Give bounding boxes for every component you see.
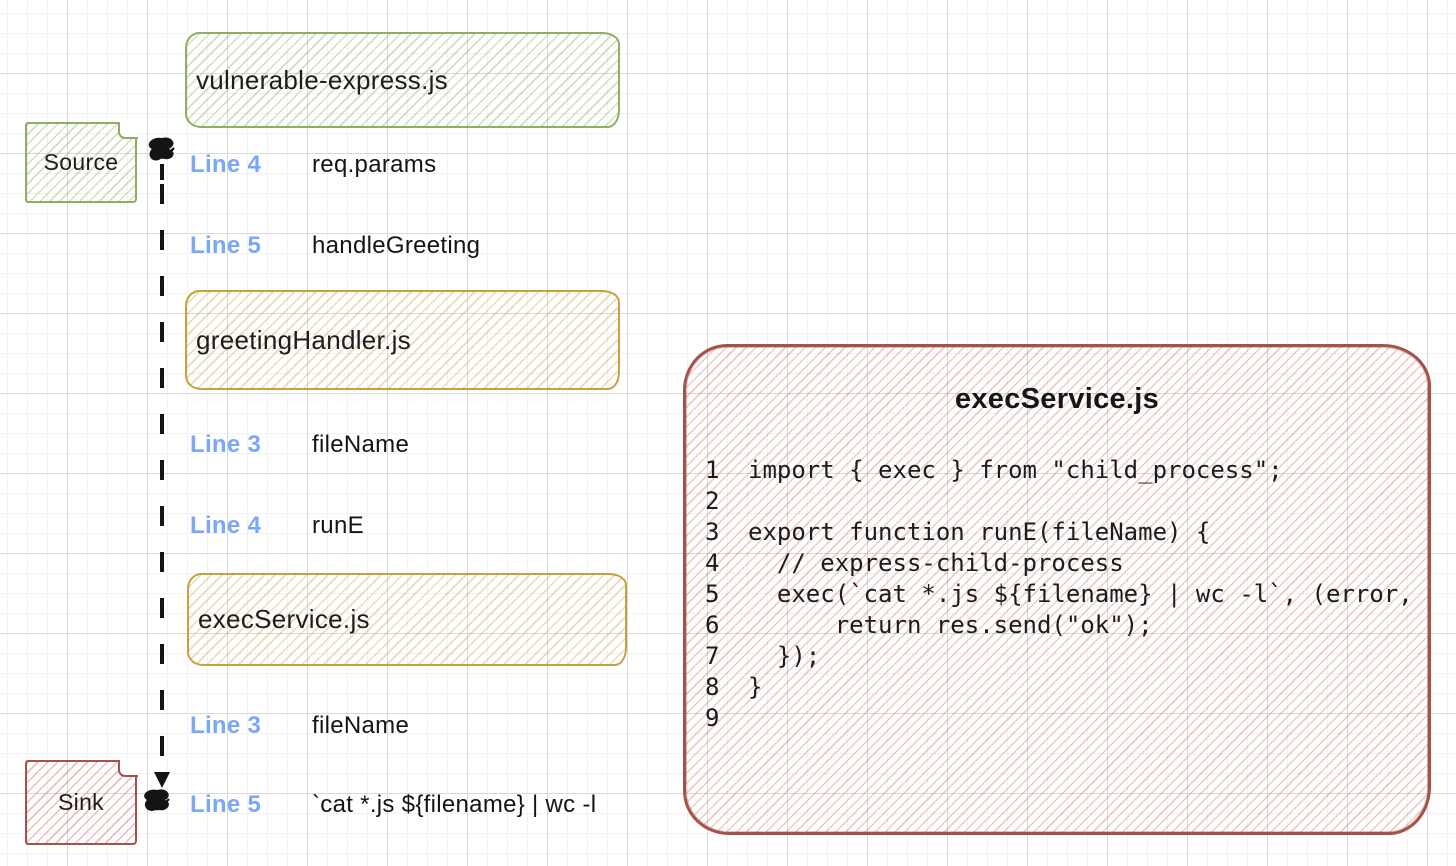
trace-step: Line 4 req.params bbox=[190, 151, 436, 179]
line-ref: Line 5 bbox=[190, 232, 262, 259]
line-number: 8 bbox=[705, 673, 720, 701]
code-line: 3 export function runE(fileName) { bbox=[705, 517, 1420, 548]
code-text: import { exec } from "child_process"; bbox=[748, 456, 1283, 484]
sink-note: Sink bbox=[25, 759, 138, 845]
line-ref: Line 3 bbox=[190, 431, 262, 458]
trace-symbol: `cat *.js ${filename} | wc -l bbox=[312, 791, 597, 818]
trace-symbol: req.params bbox=[312, 151, 437, 178]
file-box-exec-service: execService.js bbox=[187, 573, 627, 666]
source-label: Source bbox=[43, 149, 119, 175]
trace-step: Line 3 fileName bbox=[190, 431, 409, 459]
line-number: 4 bbox=[705, 549, 720, 577]
code-text: } bbox=[748, 673, 763, 701]
line-number: 6 bbox=[705, 611, 720, 639]
code-line: 5 exec(`cat *.js ${filename} | wc -l`, (… bbox=[705, 579, 1420, 610]
line-ref: Line 3 bbox=[190, 712, 262, 739]
code-text: // express-child-process bbox=[748, 549, 1124, 577]
trace-symbol: runE bbox=[312, 512, 364, 539]
code-text: export function runE(fileName) { bbox=[748, 518, 1211, 546]
flow-start-marker-icon bbox=[148, 137, 175, 161]
code-line: 6 return res.send("ok"); bbox=[705, 610, 1420, 641]
trace-symbol: fileName bbox=[312, 431, 410, 458]
trace-step: Line 5 handleGreeting bbox=[190, 232, 480, 260]
code-line: 7 }); bbox=[705, 641, 1420, 672]
code-text: }); bbox=[748, 642, 821, 670]
folded-corner-icon bbox=[117, 121, 138, 139]
file-box-greeting-handler: greetingHandler.js bbox=[185, 290, 620, 390]
code-line: 2 bbox=[705, 486, 1420, 517]
trace-step: Line 5 `cat *.js ${filename} | wc -l bbox=[190, 791, 596, 819]
line-number: 2 bbox=[705, 487, 720, 515]
code-line: 1 import { exec } from "child_process"; bbox=[705, 455, 1420, 486]
arrowhead-icon bbox=[154, 772, 170, 788]
folded-corner-icon bbox=[117, 759, 138, 777]
code-listing: 1 import { exec } from "child_process"; … bbox=[705, 455, 1420, 734]
code-line: 4 // express-child-process bbox=[705, 548, 1420, 579]
line-ref: Line 4 bbox=[190, 151, 262, 178]
trace-symbol: fileName bbox=[312, 712, 410, 739]
file-box-vulnerable-express: vulnerable-express.js bbox=[185, 32, 620, 128]
trace-step: Line 3 fileName bbox=[190, 712, 409, 740]
line-number: 3 bbox=[705, 518, 720, 546]
taint-flow-dashed-line bbox=[160, 184, 164, 772]
flow-end-marker-icon bbox=[144, 789, 170, 811]
line-number: 9 bbox=[705, 704, 720, 732]
line-number: 7 bbox=[705, 642, 720, 670]
trace-symbol: handleGreeting bbox=[312, 232, 481, 259]
code-text: exec(`cat *.js ${filename} | wc -l`, (er… bbox=[748, 580, 1413, 608]
line-number: 1 bbox=[705, 456, 720, 484]
code-line: 9 bbox=[705, 703, 1420, 734]
code-text: return res.send("ok"); bbox=[748, 611, 1153, 639]
flow-line-stem bbox=[160, 164, 164, 180]
sink-label: Sink bbox=[58, 789, 104, 815]
line-number: 5 bbox=[705, 580, 720, 608]
code-panel-title: execService.js bbox=[954, 383, 1160, 415]
file-label: execService.js bbox=[198, 604, 370, 634]
source-note: Source bbox=[25, 121, 138, 203]
file-label: vulnerable-express.js bbox=[196, 64, 448, 95]
line-ref: Line 5 bbox=[190, 791, 262, 818]
code-panel-exec-service: execService.js 1 import { exec } from "c… bbox=[683, 344, 1431, 835]
code-line: 8 } bbox=[705, 672, 1420, 703]
trace-step: Line 4 runE bbox=[190, 512, 364, 540]
line-ref: Line 4 bbox=[190, 512, 262, 539]
file-label: greetingHandler.js bbox=[196, 324, 411, 355]
